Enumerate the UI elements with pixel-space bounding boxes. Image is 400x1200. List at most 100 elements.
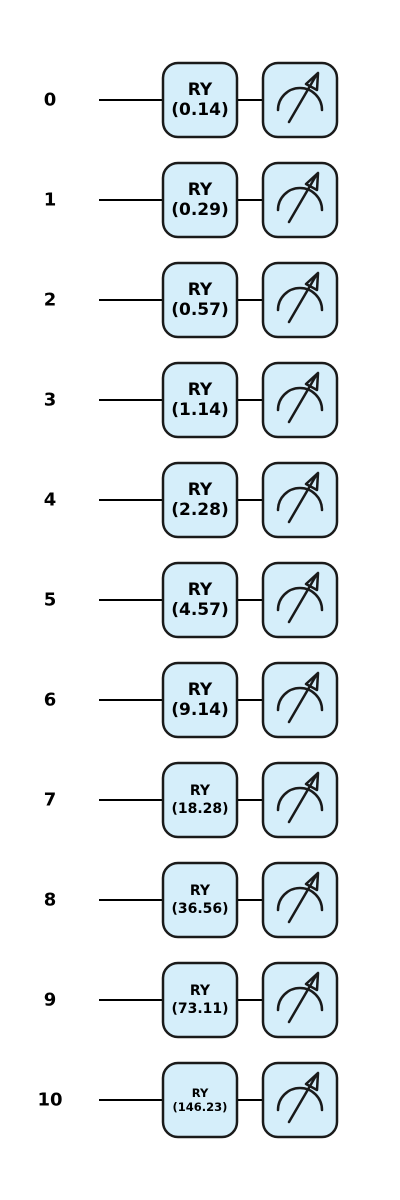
meter-arrowhead bbox=[304, 671, 320, 692]
meter-needle bbox=[287, 1072, 319, 1124]
meter-arc bbox=[276, 386, 324, 412]
ry-gate: RY(36.56) bbox=[161, 861, 239, 939]
wire-label: 4 bbox=[44, 490, 57, 511]
measurement-box bbox=[261, 261, 339, 339]
measurement-gate bbox=[261, 261, 339, 339]
measurement-gate bbox=[261, 61, 339, 139]
wire-label: 3 bbox=[44, 390, 57, 411]
measurement-gate bbox=[261, 961, 339, 1039]
ry-gate: RY(0.29) bbox=[161, 161, 239, 239]
ry-gate: RY(9.14) bbox=[161, 661, 239, 739]
meter-arc bbox=[276, 986, 324, 1012]
gate-name: RY bbox=[190, 783, 211, 799]
gate-parameter: (1.14) bbox=[171, 400, 228, 420]
meter-icon bbox=[276, 71, 324, 124]
meter-arc bbox=[276, 86, 324, 112]
meter-arc bbox=[276, 1086, 324, 1112]
ry-gate-box bbox=[161, 861, 239, 939]
wire-label: 7 bbox=[44, 790, 57, 811]
measurement-gate bbox=[261, 861, 339, 939]
meter-needle bbox=[287, 172, 319, 224]
ry-gate-box bbox=[161, 1061, 239, 1139]
meter-needle bbox=[287, 372, 319, 424]
wire-label: 9 bbox=[44, 990, 57, 1011]
wire-label: 2 bbox=[44, 290, 57, 311]
ry-gate: RY(2.28) bbox=[161, 461, 239, 539]
measurement-box bbox=[261, 61, 339, 139]
meter-icon bbox=[276, 371, 324, 424]
gate-name: RY bbox=[188, 280, 213, 300]
ry-gate-box bbox=[161, 261, 239, 339]
meter-arc bbox=[276, 586, 324, 612]
meter-arrowhead bbox=[304, 271, 320, 292]
meter-arrowhead bbox=[304, 871, 320, 892]
wire-label: 6 bbox=[44, 690, 57, 711]
gate-parameter: (0.57) bbox=[171, 300, 228, 320]
meter-arrowhead bbox=[304, 471, 320, 492]
gate-name: RY bbox=[188, 480, 213, 500]
wire-label: 10 bbox=[37, 1090, 62, 1111]
ry-gate-box bbox=[161, 361, 239, 439]
gate-parameter: (18.28) bbox=[171, 801, 228, 817]
qubit-wire-4: 4 RY(2.28) bbox=[44, 461, 339, 539]
ry-gate-box bbox=[161, 61, 239, 139]
gate-name: RY bbox=[190, 883, 211, 899]
meter-arrowhead bbox=[304, 771, 320, 792]
measurement-gate bbox=[261, 1061, 339, 1139]
qubit-wire-9: 9 RY (73.11) bbox=[44, 961, 339, 1039]
meter-arrowhead bbox=[304, 971, 320, 992]
meter-arc bbox=[276, 486, 324, 512]
measurement-box bbox=[261, 761, 339, 839]
meter-needle bbox=[287, 772, 319, 824]
meter-icon bbox=[276, 471, 324, 524]
gate-name: RY bbox=[188, 180, 213, 200]
ry-gate-box bbox=[161, 661, 239, 739]
qubit-wire-10: 10 RY(146.23) bbox=[37, 1061, 339, 1139]
meter-arc bbox=[276, 786, 324, 812]
measurement-box bbox=[261, 161, 339, 239]
measurement-box bbox=[261, 961, 339, 1039]
ry-gate-box bbox=[161, 761, 239, 839]
ry-gate: RY(0.14) bbox=[161, 61, 239, 139]
qubit-wire-8: 8 RY(36.56) bbox=[44, 861, 339, 939]
measurement-gate bbox=[261, 161, 339, 239]
gate-name: RY bbox=[190, 983, 211, 999]
meter-icon bbox=[276, 671, 324, 724]
meter-arc bbox=[276, 886, 324, 912]
ry-gate: RY (18.28) bbox=[161, 761, 239, 839]
gate-parameter: (73.11) bbox=[171, 1001, 228, 1017]
measurement-box bbox=[261, 661, 339, 739]
ry-gate: RY(146.23) bbox=[161, 1061, 239, 1139]
ry-gate: RY(4.57) bbox=[161, 561, 239, 639]
gate-parameter: (146.23) bbox=[173, 1100, 228, 1114]
gate-name: RY bbox=[188, 380, 213, 400]
ry-gate-box bbox=[161, 561, 239, 639]
gate-parameter: (0.29) bbox=[171, 200, 228, 220]
meter-icon bbox=[276, 271, 324, 324]
meter-arrowhead bbox=[304, 571, 320, 592]
wire-label: 8 bbox=[44, 890, 57, 911]
measurement-gate bbox=[261, 361, 339, 439]
qubit-wire-7: 7 RY (18.28) bbox=[44, 761, 339, 839]
ry-gate-box bbox=[161, 161, 239, 239]
measurement-box bbox=[261, 861, 339, 939]
ry-gate-box bbox=[161, 961, 239, 1039]
ry-gate: RY (73.11) bbox=[161, 961, 239, 1039]
meter-needle bbox=[287, 572, 319, 624]
gate-parameter: (4.57) bbox=[171, 600, 228, 620]
qubit-wire-3: 3 RY(1.14) bbox=[44, 361, 339, 439]
meter-icon bbox=[276, 171, 324, 224]
gate-parameter: (2.28) bbox=[171, 500, 228, 520]
meter-arc bbox=[276, 686, 324, 712]
measurement-gate bbox=[261, 561, 339, 639]
measurement-box bbox=[261, 461, 339, 539]
meter-arc bbox=[276, 286, 324, 312]
measurement-box bbox=[261, 1061, 339, 1139]
wire-label: 0 bbox=[44, 90, 57, 111]
meter-icon bbox=[276, 571, 324, 624]
ry-gate-box bbox=[161, 461, 239, 539]
qubit-wire-6: 6 RY(9.14) bbox=[44, 661, 339, 739]
meter-needle bbox=[287, 872, 319, 924]
